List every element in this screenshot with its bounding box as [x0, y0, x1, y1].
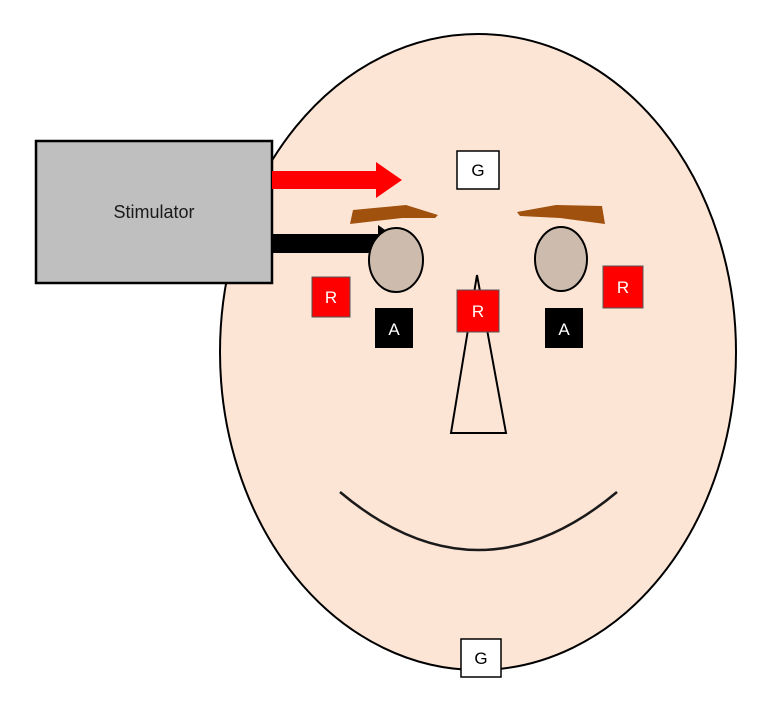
reference-electrode-nose: R — [456, 289, 500, 333]
active-electrode-right: A — [545, 308, 583, 348]
stimulator-box — [34, 139, 274, 285]
ground-electrode-forehead-label: G — [471, 161, 484, 180]
reference-electrode-left: R — [311, 276, 351, 318]
active-electrode-left-label: A — [388, 320, 400, 339]
mouth — [339, 491, 618, 552]
reference-electrode-left-label: R — [325, 288, 337, 307]
right-eyebrow — [517, 205, 605, 224]
reference-electrode-right: R — [602, 265, 644, 309]
nose — [449, 274, 508, 434]
ground-electrode-chin-label: G — [474, 649, 487, 668]
ground-electrode-forehead: G — [456, 150, 500, 190]
reference-electrode-right-label: R — [617, 278, 629, 297]
right-eye — [534, 226, 588, 292]
ground-electrode-chin: G — [460, 638, 502, 678]
reference-electrode-nose-label: R — [472, 302, 484, 321]
left-eye — [368, 227, 424, 293]
active-electrode-right-label: A — [558, 320, 570, 339]
active-electrode-left: A — [375, 308, 413, 348]
stimulus-arrow — [272, 162, 402, 198]
face-outline — [219, 33, 737, 671]
stimulator-label: Stimulator — [113, 202, 194, 222]
left-eyebrow — [350, 205, 438, 224]
